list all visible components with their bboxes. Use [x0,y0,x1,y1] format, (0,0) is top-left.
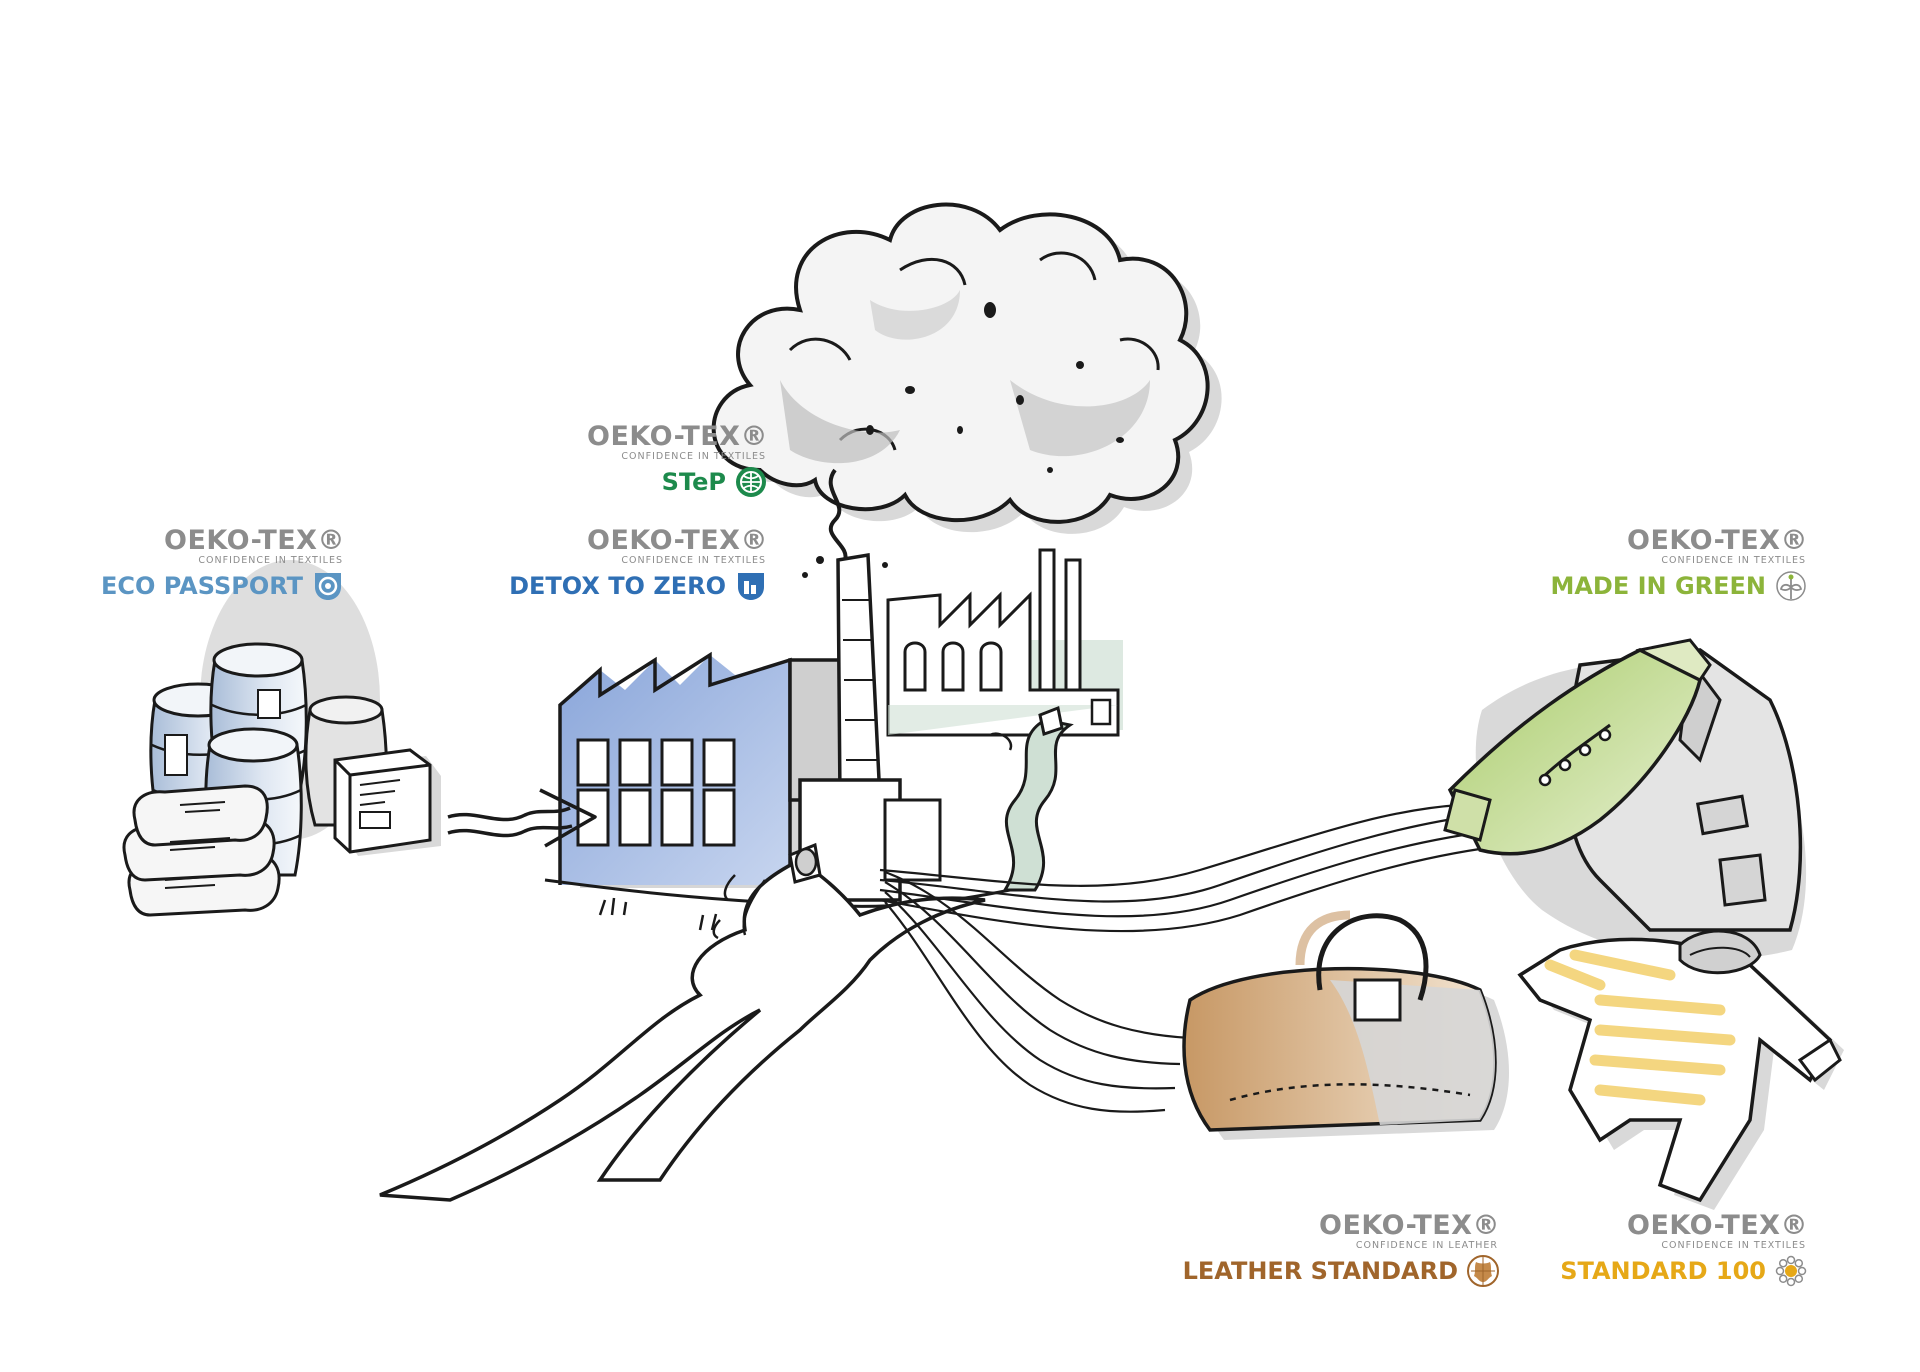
label-leather-standard: OEKO-TEX® CONFIDENCE IN LEATHER LEATHER … [1183,1212,1500,1288]
tagline: CONFIDENCE IN TEXTILES [1661,555,1806,566]
product-name: DETOX TO ZERO [509,571,726,600]
eco-passport-icon [315,572,341,600]
tagline: CONFIDENCE IN TEXTILES [198,555,343,566]
brand-name: OEKO-TEX® [164,525,345,556]
green-outflow [989,705,1074,892]
brand-name: OEKO-TEX® [587,421,768,452]
detox-icon [738,572,764,600]
brand-name: OEKO-TEX® [1319,1210,1500,1241]
leather-bag [1182,910,1509,1140]
product-name: ECO PASSPORT [101,571,303,600]
input-arrow [447,788,597,848]
tagline: CONFIDENCE IN TEXTILES [621,555,766,566]
baby-romper [1517,929,1844,1210]
label-detox-to-zero: OEKO-TEX® CONFIDENCE IN TEXTILES DETOX T… [509,527,768,603]
chemical-supplies [122,560,441,917]
product-name: MADE IN GREEN [1550,571,1766,600]
label-made-in-green: OEKO-TEX® CONFIDENCE IN TEXTILES MADE IN… [1550,527,1808,603]
label-step: OEKO-TEX® CONFIDENCE IN TEXTILES STeP [587,423,768,499]
tagline: CONFIDENCE IN TEXTILES [621,451,766,462]
tagline: CONFIDENCE IN TEXTILES [1661,1240,1806,1251]
label-eco-passport: OEKO-TEX® CONFIDENCE IN TEXTILES ECO PAS… [101,527,345,603]
label-standard-100: OEKO-TEX® CONFIDENCE IN TEXTILES STANDAR… [1560,1212,1808,1288]
product-name: LEATHER STANDARD [1182,1256,1458,1285]
product-name: STANDARD 100 [1560,1256,1766,1285]
leaf-icon [1776,570,1806,601]
tagline: CONFIDENCE IN LEATHER [1355,1240,1498,1251]
smoke-cloud [711,202,1222,578]
jackets [1443,638,1807,960]
flower-icon [1775,1255,1807,1286]
product-name: STeP [661,467,726,496]
back-factory [886,548,1123,737]
brand-name: OEKO-TEX® [1627,525,1808,556]
brand-name: OEKO-TEX® [587,525,768,556]
fabric-threads [879,803,1511,1113]
hide-icon [1467,1254,1499,1287]
globe-icon [736,466,766,497]
brand-name: OEKO-TEX® [1627,1210,1808,1241]
